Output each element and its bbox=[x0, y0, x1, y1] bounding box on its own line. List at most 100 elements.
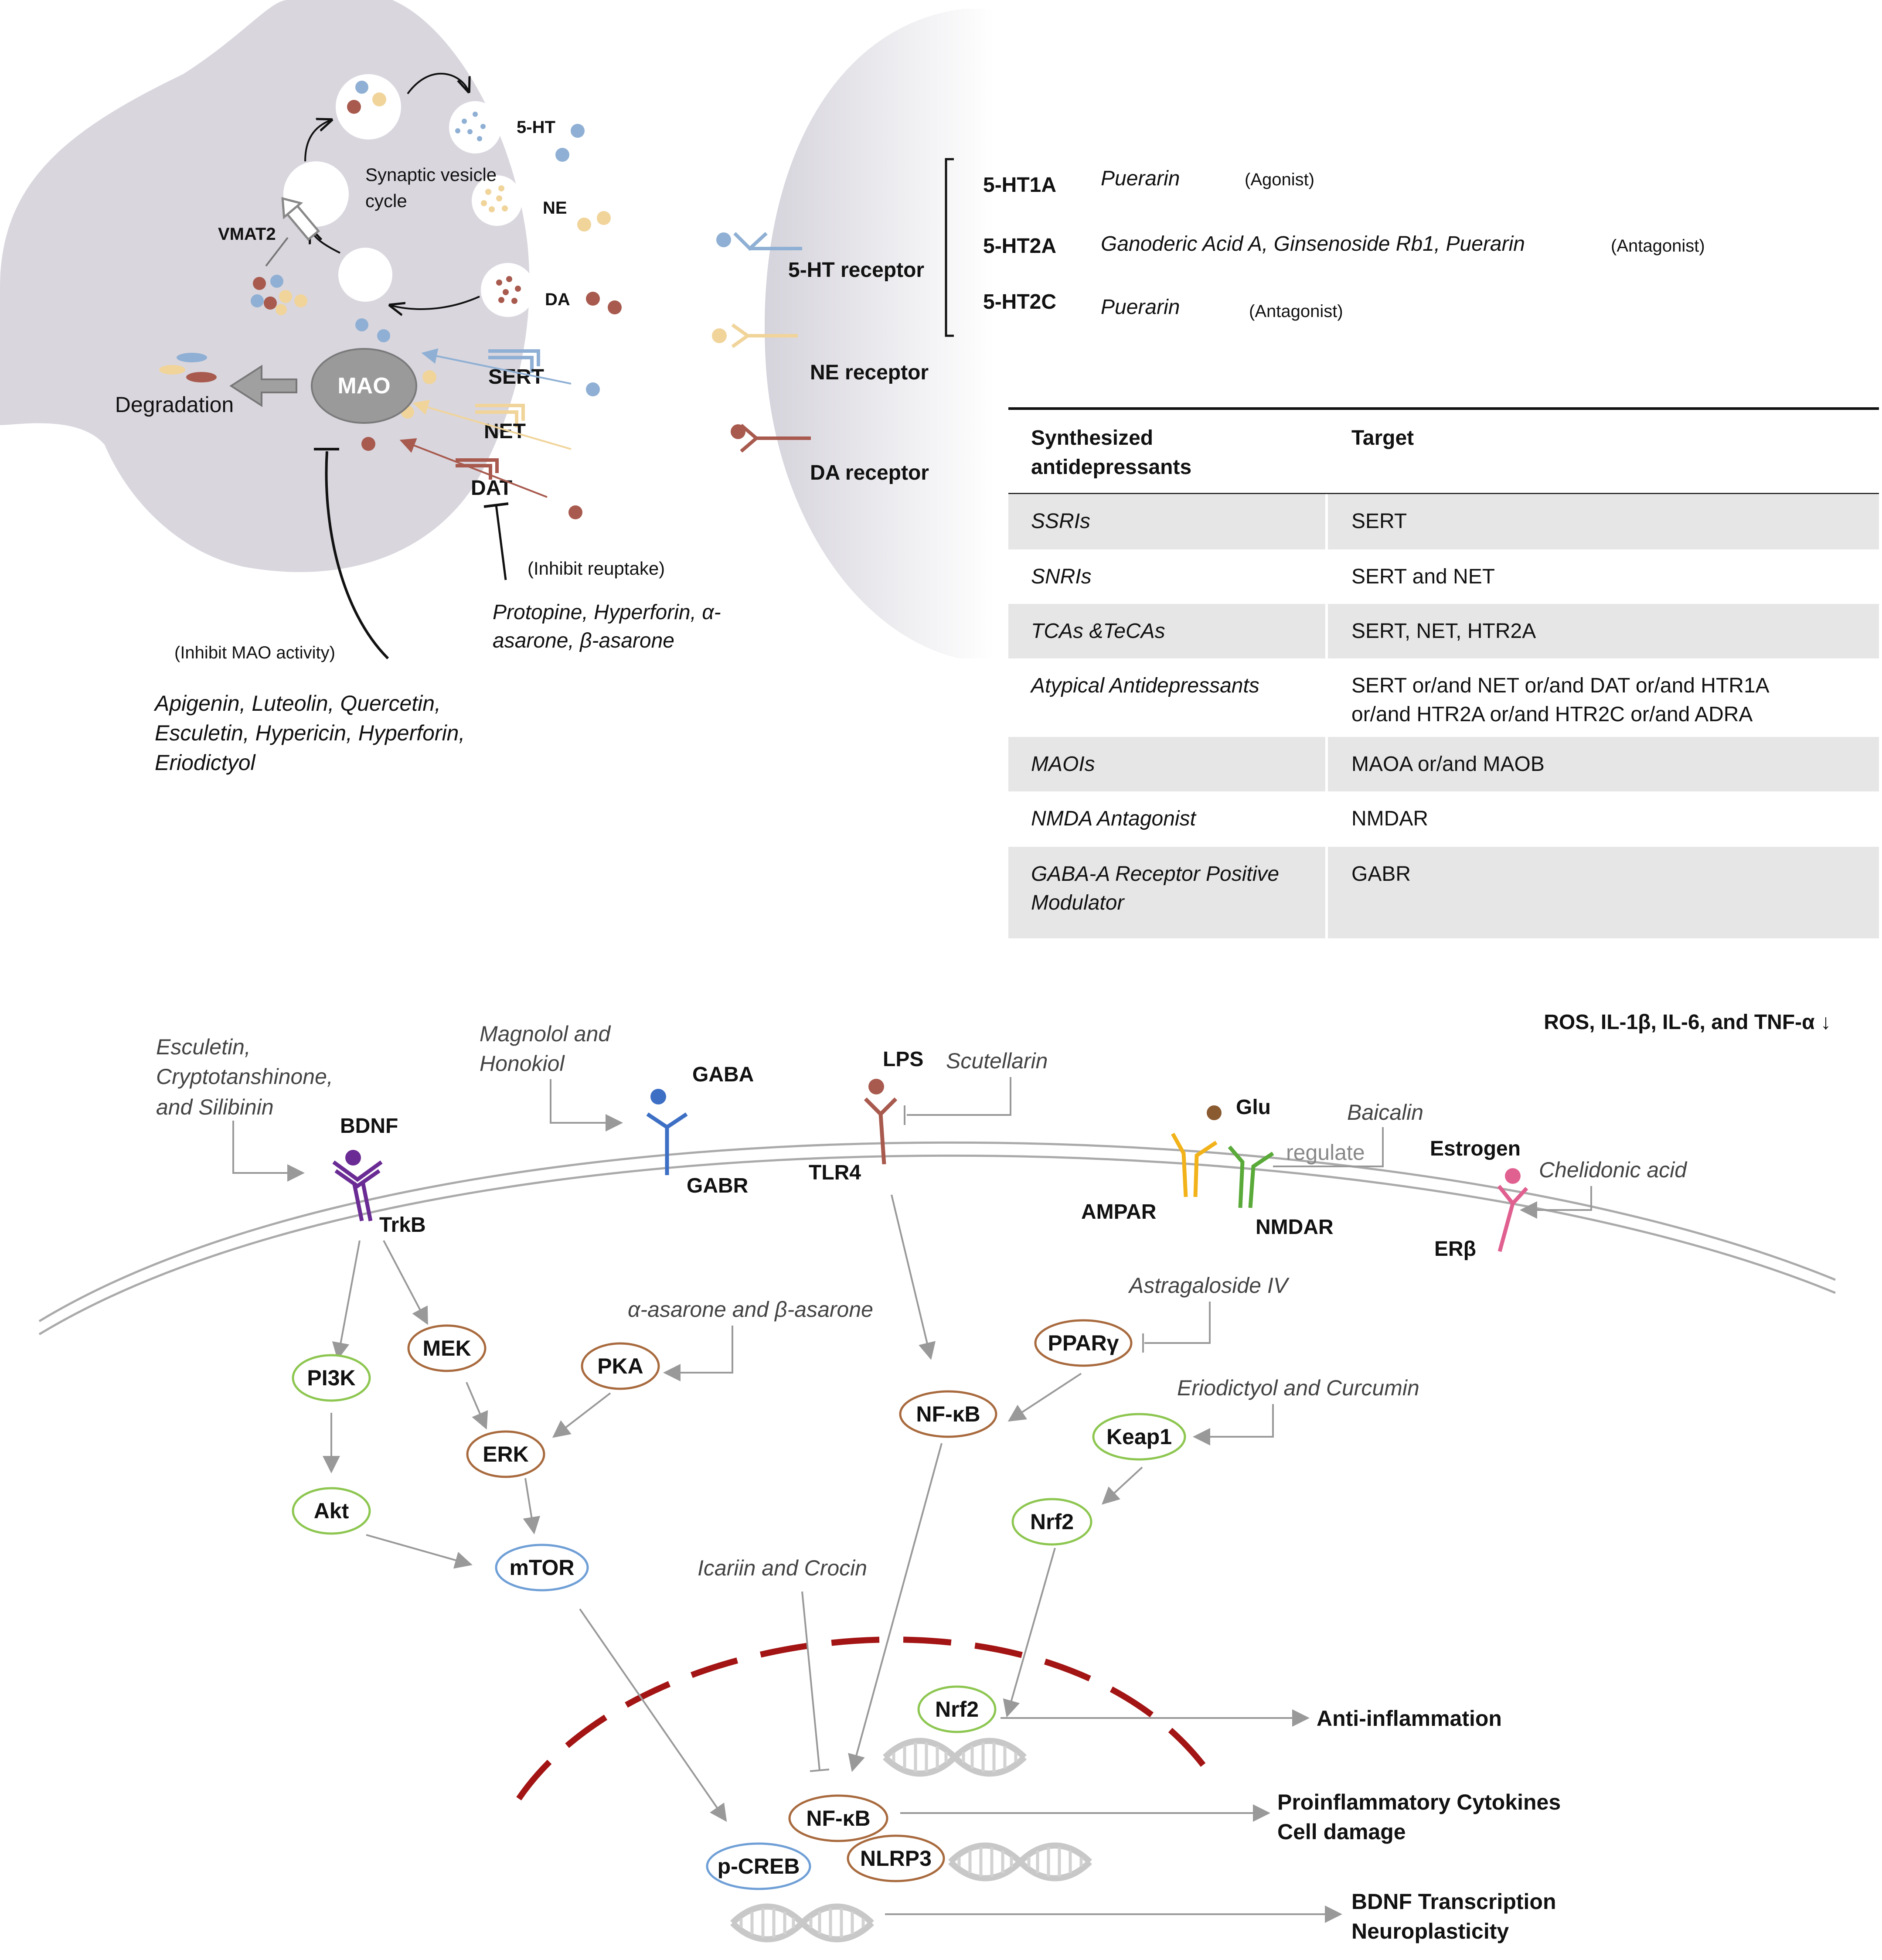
vesicle-da bbox=[481, 263, 535, 317]
table-cell-drug: SSRIs bbox=[1031, 510, 1090, 533]
cell-membrane-inner bbox=[38, 1154, 1836, 1336]
ne-receptor-label: NE receptor bbox=[810, 361, 929, 384]
regulate-label: regulate bbox=[1286, 1140, 1365, 1165]
astragaloside-label: Astragaloside IV bbox=[1128, 1273, 1290, 1298]
table-cell-target: SERT or/and NET or/and DAT or/and HTR1A bbox=[1351, 674, 1770, 697]
trkb-receptor bbox=[332, 1150, 383, 1221]
cell-membrane-outer bbox=[38, 1141, 1836, 1323]
table-row bbox=[1008, 549, 1879, 604]
net-transporter bbox=[475, 404, 525, 421]
subtype-2-role: (Antagonist) bbox=[1611, 236, 1705, 256]
signaling-pathway: ROS, IL-1β, IL-6, and TNF-α ↓ Esculetin,… bbox=[38, 1011, 1836, 1943]
node-pka: PKA bbox=[581, 1342, 660, 1390]
table-column-divider bbox=[1325, 791, 1328, 847]
bdnf-label: BDNF bbox=[340, 1115, 398, 1138]
vesicle-cycle-label-1: Synaptic vesicle bbox=[365, 164, 497, 185]
svg-text:PI3K: PI3K bbox=[307, 1366, 355, 1390]
reuptake-inhibitors-line-2: asarone, β-asarone bbox=[493, 629, 674, 652]
scutellarin-label: Scutellarin bbox=[946, 1049, 1048, 1073]
table-cell-target: MAOA or/and MAOB bbox=[1351, 753, 1545, 776]
vesicle-cycle-label-2: cycle bbox=[365, 191, 407, 211]
trkb-label: TrkB bbox=[379, 1213, 426, 1237]
node-pi3k: PI3K bbox=[292, 1354, 371, 1402]
table-cell-target: SERT and NET bbox=[1351, 565, 1495, 588]
label-da: DA bbox=[545, 290, 570, 309]
bdnf-transcription-line-1: BDNF Transcription bbox=[1351, 1889, 1556, 1914]
subtype-2-compound: Ganoderic Acid A, Ginsenoside Rb1, Puera… bbox=[1101, 232, 1525, 256]
node-mtor: mTOR bbox=[495, 1544, 589, 1592]
node-nlrp3: NLRP3 bbox=[847, 1834, 945, 1882]
table-column-divider bbox=[1325, 604, 1328, 658]
table-column-divider bbox=[1325, 494, 1328, 549]
ne-receptor bbox=[712, 323, 798, 348]
table-row bbox=[1008, 847, 1879, 938]
svg-text:PKA: PKA bbox=[597, 1354, 643, 1378]
table-cell-drug: Atypical Antidepressants bbox=[1030, 674, 1259, 697]
svg-text:Nrf2: Nrf2 bbox=[1030, 1510, 1074, 1534]
postsynaptic-neuron: 5-HT receptor NE receptor DA receptor 5-… bbox=[712, 9, 1705, 658]
table-row bbox=[1008, 494, 1879, 549]
table-cell-target: NMDAR bbox=[1351, 807, 1428, 830]
estrogen-label: Estrogen bbox=[1430, 1137, 1521, 1160]
subtype-3-compound: Puerarin bbox=[1101, 296, 1180, 319]
baicalin-label: Baicalin bbox=[1347, 1100, 1423, 1125]
node-nfkb-nucleus: NF-κB bbox=[788, 1794, 888, 1842]
table-cell-target: GABR bbox=[1351, 862, 1411, 886]
asarone-label: α-asarone and β-asarone bbox=[628, 1297, 873, 1322]
ros-note: ROS, IL-1β, IL-6, and TNF-α ↓ bbox=[1544, 1011, 1831, 1034]
node-nrf2: Nrf2 bbox=[1011, 1498, 1092, 1546]
degradation-label: Degradation bbox=[115, 392, 234, 417]
tlr4-receptor bbox=[864, 1079, 898, 1165]
svg-text:Nrf2: Nrf2 bbox=[935, 1697, 979, 1721]
svg-text:p-CREB: p-CREB bbox=[718, 1854, 800, 1878]
table-header-col1-line1: Synthesized bbox=[1031, 426, 1153, 450]
node-erk: ERK bbox=[466, 1430, 545, 1478]
subtype-1-role: (Agonist) bbox=[1245, 170, 1314, 189]
ampar-receptor bbox=[1171, 1132, 1218, 1197]
mao-inhibitors-line-3: Eriodictyol bbox=[155, 750, 256, 775]
mao-enzyme bbox=[311, 348, 417, 424]
table-column-divider bbox=[1325, 658, 1328, 737]
net-label: NET bbox=[484, 420, 526, 443]
node-nrf2-nucleus: Nrf2 bbox=[917, 1685, 997, 1733]
mao-inhibitors-line-2: Esculetin, Hypericin, Hyperforin, bbox=[155, 721, 465, 745]
svg-text:MEK: MEK bbox=[422, 1336, 471, 1360]
label-5ht: 5-HT bbox=[517, 118, 555, 137]
eriodictyol-label: Eriodictyol and Curcumin bbox=[1177, 1376, 1419, 1400]
gaba-label: GABA bbox=[692, 1063, 754, 1086]
presynaptic-neuron: VMAT2 MAO Degradation SERT NET DAT bbox=[0, 0, 721, 775]
nmdar-label: NMDAR bbox=[1256, 1216, 1334, 1239]
table-row bbox=[1008, 737, 1879, 791]
node-nfkb: NF-κB bbox=[899, 1390, 997, 1438]
table-row bbox=[1008, 604, 1879, 658]
node-pcreb: p-CREB bbox=[706, 1842, 811, 1890]
gaba-drugs-line-1: Magnolol and bbox=[480, 1022, 611, 1046]
node-mek: MEK bbox=[407, 1324, 487, 1372]
gabr-receptor bbox=[646, 1089, 688, 1175]
svg-text:ERK: ERK bbox=[483, 1442, 529, 1466]
table-cell-target: SERT bbox=[1351, 510, 1407, 533]
vmat2-label: VMAT2 bbox=[218, 225, 276, 244]
vesicle-5ht bbox=[449, 101, 501, 153]
bdnf-drugs-line-2: Cryptotanshinone, bbox=[156, 1064, 333, 1089]
proinflammatory-line-2: Cell damage bbox=[1277, 1820, 1406, 1844]
table-cell-target: SERT, NET, HTR2A bbox=[1351, 620, 1536, 643]
gabr-label: GABR bbox=[687, 1174, 748, 1197]
reuptake-inhibitors-line-1: Protopine, Hyperforin, α- bbox=[493, 601, 721, 624]
subtype-1-compound: Puerarin bbox=[1101, 167, 1180, 190]
mao-label: MAO bbox=[337, 373, 390, 399]
bdnf-transcription-line-2: Neuroplasticity bbox=[1351, 1919, 1509, 1943]
chelidonic-label: Chelidonic acid bbox=[1539, 1158, 1688, 1182]
svg-text:Keap1: Keap1 bbox=[1106, 1425, 1172, 1449]
icariin-label: Icariin and Crocin bbox=[698, 1556, 867, 1580]
degradation-arrow bbox=[229, 365, 297, 407]
table-cell-drug: MAOIs bbox=[1031, 753, 1095, 776]
label-ne: NE bbox=[543, 198, 567, 218]
dat-label: DAT bbox=[471, 477, 512, 500]
table-header-col1-line2: antidepressants bbox=[1031, 456, 1191, 479]
table-cell-drug: TCAs &TeCAs bbox=[1031, 620, 1165, 643]
dna-icon-3 bbox=[732, 1907, 872, 1940]
erb-receptor bbox=[1497, 1168, 1528, 1252]
